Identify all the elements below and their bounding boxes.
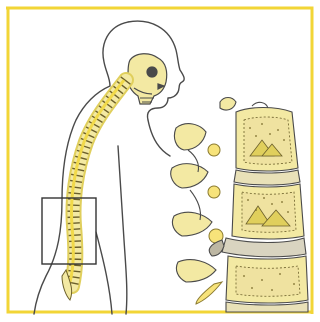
disc-2 <box>222 238 306 257</box>
vertebral-body-2 <box>232 184 304 239</box>
disc-1 <box>234 170 300 185</box>
vertebra-icon <box>171 98 308 313</box>
spine-icon <box>62 80 126 300</box>
bone-spur-top <box>220 98 236 111</box>
vertebral-body-1 <box>236 108 298 172</box>
disc-2-bulge <box>209 240 224 256</box>
vertebral-body-3 <box>226 256 308 303</box>
